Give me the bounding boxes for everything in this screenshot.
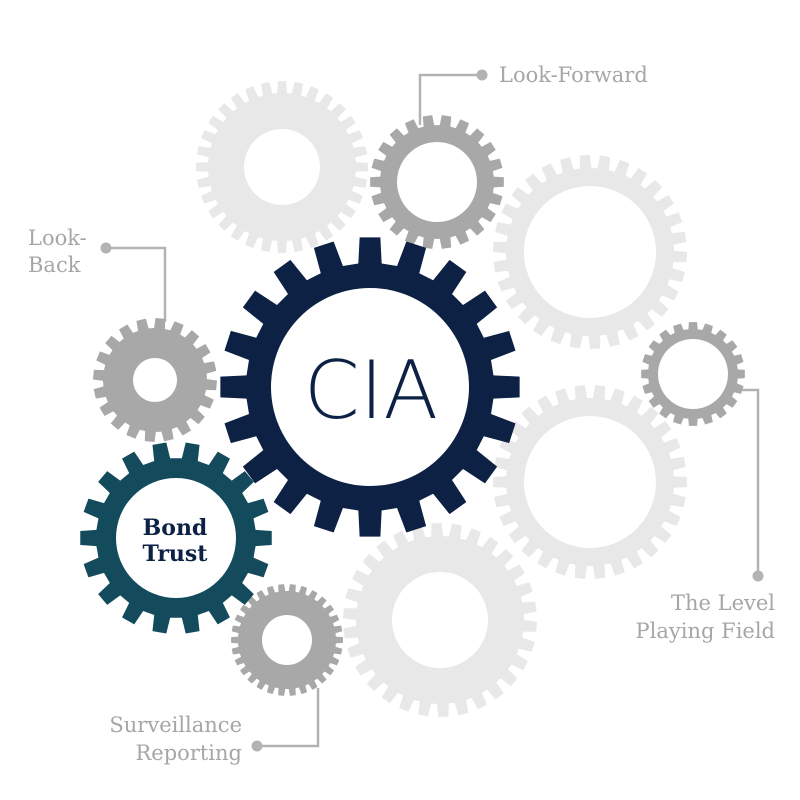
gear-icon [343,523,537,717]
gear-hole [524,186,656,318]
connector-look-back [108,246,167,322]
gear-hole [116,478,236,598]
gear-bond-trust [80,442,272,634]
gear-icon [493,155,687,349]
gear-hole [524,416,656,548]
connector-look-forward [418,73,480,125]
label-look-back-line2: Back [28,253,81,277]
connector-level-playing-field [735,388,760,575]
connectors [108,73,760,748]
bond-trust-line2: Trust [143,541,209,567]
label-surveillance-line2: Reporting [136,741,243,765]
gear-hole [133,358,177,402]
gear-look-back [93,318,217,442]
connector-dots [100,69,764,752]
gear-hole [271,288,469,486]
gear-hole [262,615,312,665]
connector-surveillance [258,688,320,748]
bond-trust-line1: Bond [143,515,208,541]
gear-icon [493,385,687,579]
gear-hole [397,142,477,222]
label-look-back-line1: Look- [28,226,87,250]
cia-label: CIA [304,344,438,437]
gear-hole [244,129,320,205]
gear-hole [392,572,488,668]
label-level-line2: Playing Field [636,619,775,643]
gear-surveillance [231,584,343,696]
connector-dot-icon [100,242,112,254]
gear-icon [196,81,368,253]
gear-cia [220,237,520,537]
connector-dot-icon [251,740,263,752]
gear-look-forward [370,115,504,249]
connector-dot-icon [476,69,488,81]
connector-dot-icon [752,570,764,582]
label-look-forward: Look-Forward [499,63,648,87]
gear-level-playing-field [641,322,745,426]
label-level-line1: The Level [671,591,775,615]
label-surveillance-line1: Surveillance [109,713,242,737]
gears [80,81,745,717]
gear-hole [658,339,728,409]
